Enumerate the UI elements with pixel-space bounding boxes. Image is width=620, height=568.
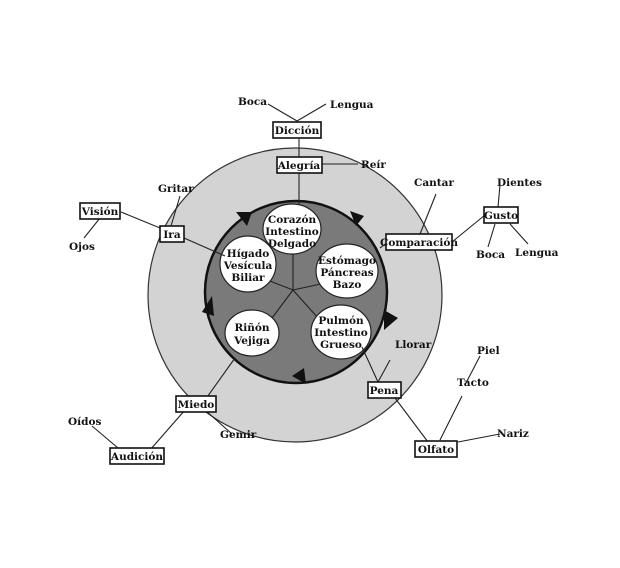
svg-text:Dicción: Dicción — [275, 125, 320, 137]
organ-higado-line-3: Biliar — [231, 272, 265, 284]
box-diccion: Dicción — [272, 121, 322, 139]
cycle-arrow-3 — [384, 310, 398, 330]
organ-corazon-line-1: Corazón — [268, 214, 317, 226]
organ-pulmon: Pulmón Intestino Grueso — [310, 304, 372, 360]
cycle-arrow-2 — [350, 211, 364, 226]
box-ira: Ira — [159, 225, 185, 243]
organ-corazon-line-2: Intestino — [265, 226, 318, 238]
cycle-arrow-1 — [236, 212, 252, 226]
svg-text:Miedo: Miedo — [178, 399, 215, 411]
organ-pulmon-line-3: Grueso — [320, 339, 362, 351]
organ-estomago-line-3: Bazo — [333, 279, 362, 291]
box-alegria: Alegría — [276, 156, 323, 174]
organ-corazon-line-3: Delgado — [268, 238, 316, 250]
label-llorar: Llorar — [395, 339, 432, 351]
organ-pulmon-line-1: Pulmón — [318, 315, 364, 327]
organ-higado-line-1: Hígado — [227, 248, 269, 260]
svg-text:Olfato: Olfato — [418, 444, 454, 456]
label-piel: Piel — [477, 345, 500, 357]
svg-text:Gusto: Gusto — [484, 210, 518, 222]
label-oidos: Oídos — [68, 416, 101, 428]
label-boca-top: Boca — [238, 96, 267, 108]
organ-estomago: Estómago Páncreas Bazo — [315, 243, 379, 299]
label-cantar: Cantar — [414, 177, 454, 189]
label-boca-right: Boca — [476, 249, 505, 261]
label-nariz: Nariz — [497, 428, 529, 440]
box-audicion: Audición — [109, 447, 165, 465]
organ-estomago-line-2: Páncreas — [320, 267, 373, 279]
label-lengua-right: Lengua — [515, 247, 559, 259]
connector-lines — [83, 103, 529, 451]
label-gemir: Gemir — [220, 429, 257, 441]
svg-text:Audición: Audición — [110, 451, 163, 463]
organ-rinon-line-2: Vejiga — [233, 335, 270, 347]
svg-text:Comparación: Comparación — [380, 237, 458, 249]
label-dientes: Dientes — [497, 177, 542, 189]
box-vision: Visión — [79, 202, 121, 220]
label-gritar: Gritar — [158, 183, 194, 195]
cycle-arrow-5 — [202, 296, 214, 316]
svg-text:Visión: Visión — [81, 206, 119, 218]
cycle-arrow-4 — [292, 368, 306, 384]
svg-text:Ira: Ira — [163, 229, 180, 241]
box-miedo: Miedo — [175, 395, 217, 413]
svg-text:Pena: Pena — [370, 385, 399, 397]
organ-pulmon-line-2: Intestino — [314, 327, 367, 339]
organ-rinon-line-1: Riñón — [235, 322, 270, 334]
svg-text:Alegría: Alegría — [277, 160, 321, 172]
box-comparacion: Comparación — [380, 233, 458, 251]
box-olfato: Olfato — [414, 440, 458, 458]
label-lengua-top: Lengua — [330, 99, 374, 111]
label-reir: Reír — [361, 159, 386, 171]
organ-estomago-line-1: Estómago — [318, 255, 376, 267]
label-tacto: Tacto — [457, 377, 489, 389]
organ-corazon: Corazón Intestino Delgado — [262, 203, 322, 255]
box-gusto: Gusto — [483, 206, 519, 224]
organ-rinon: Riñón Vejiga — [224, 309, 280, 357]
box-pena: Pena — [367, 381, 402, 399]
label-ojos: Ojos — [69, 241, 95, 253]
cycle-arrows — [202, 211, 398, 384]
organ-higado-line-2: Vesícula — [223, 260, 273, 272]
organ-higado: Hígado Vesícula Biliar — [219, 235, 277, 293]
